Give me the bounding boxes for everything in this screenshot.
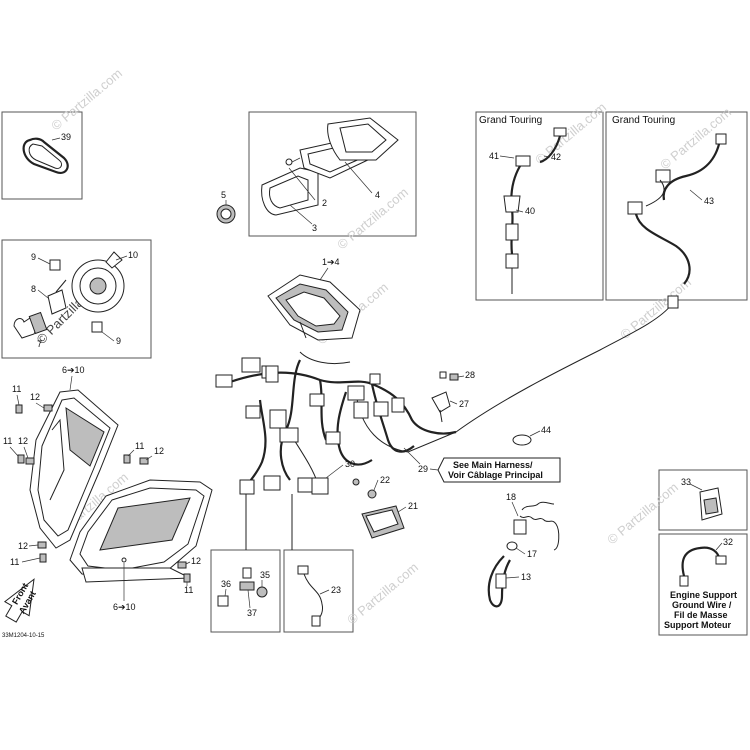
gauge-sensor-icon bbox=[216, 204, 236, 224]
ground-wire-note-line3: Fil de Masse bbox=[674, 610, 728, 620]
ground-wire-note-line1: Engine Support bbox=[670, 590, 737, 600]
callout-6-to-10-top: 6➔10 bbox=[62, 365, 85, 375]
grommet-33-icon bbox=[699, 487, 723, 521]
callout-11: 11 bbox=[135, 441, 144, 451]
callout-6-to-10-bottom: 6➔10 bbox=[113, 602, 136, 612]
sticker-part-icon bbox=[512, 434, 532, 446]
callout-5: 5 bbox=[221, 190, 226, 200]
callout-8: 8 bbox=[31, 284, 36, 294]
callout-44: 44 bbox=[541, 425, 551, 435]
bulb-icon bbox=[13, 311, 48, 339]
callout-12: 12 bbox=[18, 436, 28, 446]
ground-wire-note-line4: Support Moteur bbox=[664, 620, 731, 630]
callout-18: 18 bbox=[506, 492, 516, 502]
callout-12: 12 bbox=[154, 446, 164, 456]
grand-touring-wire-1-icon bbox=[503, 127, 567, 294]
gauge-bezel-icon bbox=[261, 167, 319, 216]
callout-2: 2 bbox=[322, 198, 327, 208]
panel-title-grand-touring-1: Grand Touring bbox=[479, 115, 542, 126]
panel-grand-touring-1 bbox=[475, 111, 604, 301]
main-harness-note: See Main Harness/ Voir Câblage Principal bbox=[437, 457, 561, 483]
panel-ground-wire bbox=[658, 533, 748, 636]
bulb-socket-icon bbox=[47, 279, 67, 315]
watermark: © Partzilla.com bbox=[604, 479, 681, 547]
gauge-cover-icon bbox=[327, 117, 399, 161]
callout-11: 11 bbox=[10, 557, 19, 567]
callout-28: 28 bbox=[465, 370, 475, 380]
watermark: © Partzilla.com bbox=[532, 99, 609, 167]
callout-39: 39 bbox=[61, 132, 71, 142]
watermark: © Partzilla.com bbox=[48, 65, 125, 133]
watermark: © Partzilla.com bbox=[344, 559, 421, 627]
callout-23: 23 bbox=[331, 585, 341, 595]
panel-gauge-1-4 bbox=[248, 111, 417, 237]
callout-29: 29 bbox=[418, 464, 428, 474]
watermark: © Partzilla.com bbox=[334, 184, 411, 252]
panel-belt-39 bbox=[1, 111, 83, 200]
relay-part-icon bbox=[431, 371, 459, 423]
right-headlight-icon bbox=[69, 479, 213, 583]
callout-1-to-4: 1➔4 bbox=[322, 257, 340, 267]
callout-43: 43 bbox=[704, 196, 714, 206]
switch-parts-icon bbox=[217, 567, 268, 607]
callout-17: 17 bbox=[527, 549, 537, 559]
callout-33: 33 bbox=[681, 477, 691, 487]
callout-21: 21 bbox=[408, 501, 418, 511]
callout-11: 11 bbox=[3, 436, 12, 446]
nut-icon bbox=[352, 478, 377, 499]
callout-11: 11 bbox=[184, 585, 193, 595]
callout-35: 35 bbox=[260, 570, 270, 580]
accessory-connector-icon bbox=[667, 295, 679, 309]
callout-32: 32 bbox=[723, 537, 733, 547]
callout-41: 41 bbox=[489, 151, 499, 161]
fastener-icon bbox=[15, 404, 191, 583]
clip-icon bbox=[49, 259, 103, 333]
headlight-bulb-cover-icon bbox=[71, 251, 125, 313]
callout-37: 37 bbox=[247, 608, 257, 618]
grand-touring-wire-2-icon bbox=[627, 133, 727, 285]
callout-40: 40 bbox=[525, 206, 535, 216]
panel-parts-33 bbox=[658, 469, 748, 531]
callout-22: 22 bbox=[380, 475, 390, 485]
panel-sensor-23 bbox=[283, 549, 354, 633]
sensor-23-icon bbox=[297, 565, 323, 627]
callout-42: 42 bbox=[551, 152, 561, 162]
callout-12: 12 bbox=[30, 392, 40, 402]
left-headlight-icon bbox=[29, 389, 119, 549]
instrument-cluster-icon bbox=[267, 274, 361, 341]
gauge-screw-icon bbox=[285, 157, 301, 166]
callout-13: 13 bbox=[521, 572, 531, 582]
callout-9: 9 bbox=[31, 252, 36, 262]
callout-12: 12 bbox=[191, 556, 201, 566]
callout-30: 30 bbox=[345, 459, 355, 469]
callout-27: 27 bbox=[459, 399, 469, 409]
callout-3: 3 bbox=[312, 223, 317, 233]
ground-wire-32-icon bbox=[679, 546, 727, 587]
belt-part-icon bbox=[22, 137, 69, 174]
callout-9b: 9 bbox=[116, 336, 121, 346]
watermark: © Partzilla.com bbox=[617, 274, 694, 342]
front-direction-arrow-icon: Front Avant bbox=[3, 578, 38, 623]
connector-icon bbox=[215, 357, 405, 495]
callout-36: 36 bbox=[221, 579, 231, 589]
ground-wire-note-line2: Ground Wire / bbox=[672, 600, 732, 610]
callout-11: 11 bbox=[12, 384, 21, 394]
panel-headlight-6-10 bbox=[1, 239, 152, 359]
callout-12: 12 bbox=[18, 541, 28, 551]
callout-4: 4 bbox=[375, 190, 380, 200]
main-harness-note-line1: See Main Harness/ bbox=[453, 460, 533, 470]
main-harness-note-line2: Voir Câblage Principal bbox=[448, 470, 543, 480]
accessory-wire bbox=[455, 303, 673, 433]
panel-title-grand-touring-2: Grand Touring bbox=[612, 115, 675, 126]
voltage-regulator-icon bbox=[361, 505, 405, 539]
callout-7: 7 bbox=[37, 339, 42, 349]
figure-code: 33M1204-10-15 bbox=[2, 633, 45, 639]
panel-parts-35-37 bbox=[210, 549, 281, 633]
callout-10: 10 bbox=[128, 250, 138, 260]
key-lanyard-icon bbox=[487, 501, 560, 608]
